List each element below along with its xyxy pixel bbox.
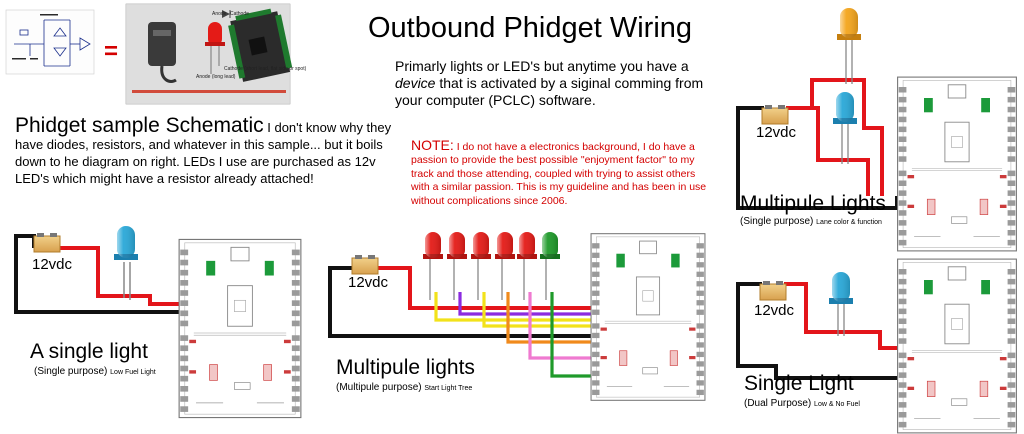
- purpose-light-tree-detail: Start Light Tree: [424, 385, 473, 392]
- sample-body: I don't know why they have diodes, resis…: [15, 120, 392, 186]
- diagram-dual-light: [736, 258, 1017, 434]
- sample-heading: Phidget sample Schematic: [15, 114, 264, 137]
- power-label-single: 12vdc: [32, 256, 73, 273]
- note-text: NOTE: I do not have a electronics backgr…: [411, 137, 716, 208]
- intro-part2: that is activated by a siginal comming f…: [395, 75, 704, 108]
- purpose-dual-light: (Dual Purpose) Low & No Fuel: [744, 398, 860, 409]
- power-label-tree: 12vdc: [348, 274, 389, 291]
- diagram-lane-lights: [736, 8, 1017, 252]
- anode-long-label: Anode (long lead): [196, 74, 236, 80]
- intro-emph: device: [395, 75, 436, 91]
- power-label-lane: 12vdc: [756, 124, 797, 141]
- diagram-light-tree: [328, 232, 706, 401]
- equals-sign: =: [104, 38, 119, 65]
- caption-light-tree: Multipule lights: [336, 356, 475, 379]
- purpose-dual-light-main: (Dual Purpose): [744, 398, 812, 409]
- caption-single-light: A single light: [30, 340, 148, 363]
- purpose-single-light-main: (Single purpose): [34, 366, 108, 377]
- cathode-label: Cathode: [230, 11, 249, 17]
- sample-schematic: [5, 9, 95, 75]
- caption-dual-light: Single Light: [744, 372, 854, 395]
- purpose-lane-lights-main: (Single purpose): [740, 216, 814, 227]
- led-adapter-photo: Anode Cathode Anode (long lead) Cathode …: [125, 3, 307, 105]
- purpose-lane-lights-detail: Lane color & function: [816, 219, 882, 226]
- purpose-dual-light-detail: Low & No Fuel: [814, 401, 860, 408]
- diagram-single-light: [14, 226, 302, 419]
- purpose-single-light-detail: Low Fuel Light: [110, 369, 156, 376]
- purpose-lane-lights: (Single purpose) Lane color & function: [740, 216, 882, 227]
- purpose-light-tree: (Multipule purpose) Start Light Tree: [336, 382, 472, 393]
- page-title: Outbound Phidget Wiring: [368, 12, 693, 44]
- purpose-single-light: (Single purpose) Low Fuel Light: [34, 366, 156, 377]
- purpose-light-tree-main: (Multipule purpose): [336, 382, 422, 393]
- anode-label: Anode: [212, 11, 227, 17]
- cathode-short-label: Cathode (short lead, flat side or spot): [224, 66, 307, 72]
- caption-lane-lights: Multipule Lights: [740, 192, 886, 215]
- intro-part1: Primarly lights or LED's but anytime you…: [395, 58, 689, 74]
- note-heading: NOTE:: [411, 137, 454, 153]
- sample-schematic-text: Phidget sample Schematic I don't know wh…: [15, 114, 410, 187]
- note-body: I do not have a electronics background, …: [411, 141, 707, 207]
- intro-text: Primarly lights or LED's but anytime you…: [395, 58, 715, 109]
- power-label-dual: 12vdc: [754, 302, 795, 319]
